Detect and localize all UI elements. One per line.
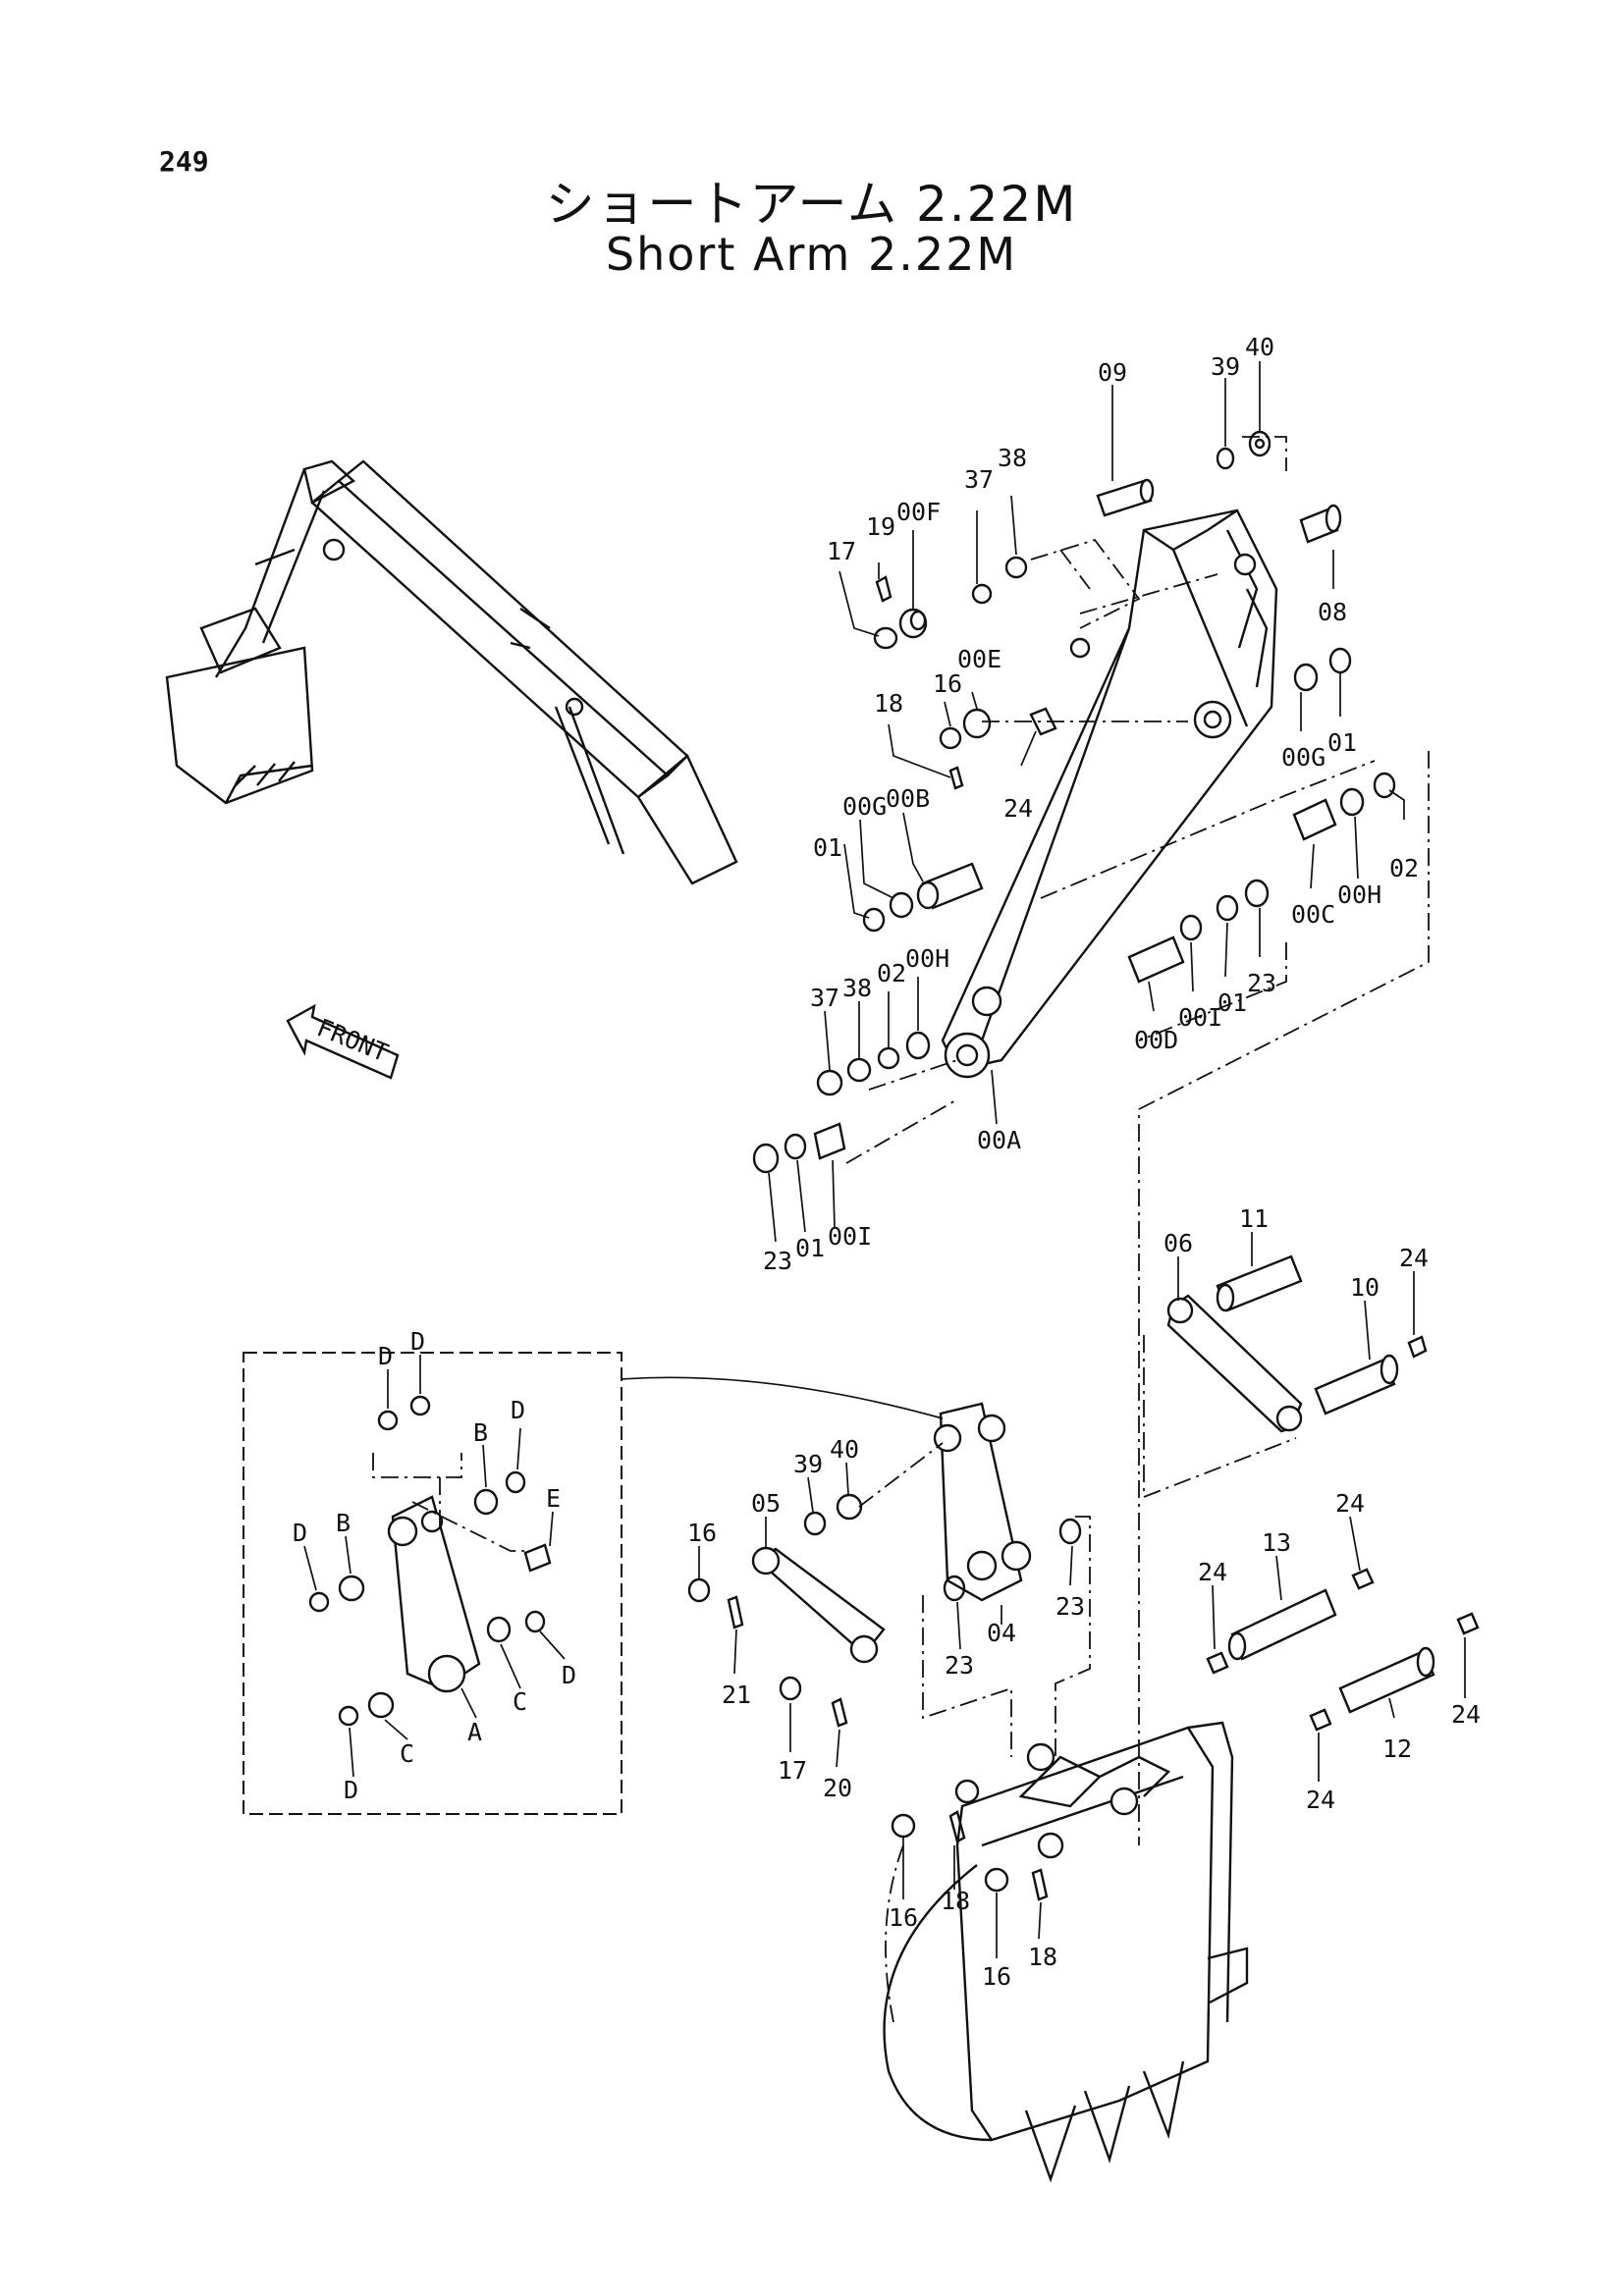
label-24-e: 24 <box>1306 1786 1335 1814</box>
label-38: 38 <box>998 444 1027 472</box>
label-19: 19 <box>866 512 895 541</box>
leader-lines-upper <box>768 361 1430 1845</box>
label-17: 17 <box>827 537 856 565</box>
detail-inset-box <box>243 1352 622 1815</box>
arm-body <box>941 508 1278 1079</box>
title-english: Short Arm 2.22M <box>605 228 1018 281</box>
inset-label-E: E <box>546 1484 561 1513</box>
label-11: 11 <box>1239 1204 1269 1233</box>
label-00H-right: 00H <box>1337 881 1381 909</box>
label-17-b: 17 <box>778 1756 807 1785</box>
label-37: 37 <box>964 465 994 494</box>
label-08: 08 <box>1318 598 1347 626</box>
label-00F: 00F <box>896 498 941 526</box>
front-direction-arrow: FRONT <box>286 1003 400 1080</box>
inset-label-D1: D <box>378 1342 393 1370</box>
label-16-d: 16 <box>982 1962 1011 1991</box>
label-39-b: 39 <box>793 1450 823 1478</box>
inset-label-B1: B <box>473 1418 488 1447</box>
inset-label-B2: B <box>336 1509 351 1537</box>
label-06: 06 <box>1163 1229 1193 1257</box>
inset-label-C1: C <box>513 1687 527 1716</box>
label-13: 13 <box>1262 1528 1291 1557</box>
label-00E: 00E <box>957 645 1001 673</box>
label-23-right: 23 <box>1247 969 1276 997</box>
bucket-drawing <box>883 1721 1249 2183</box>
label-18-c: 18 <box>1028 1943 1057 1971</box>
label-40-b: 40 <box>830 1435 859 1464</box>
label-02-middle: 02 <box>877 959 906 988</box>
inset-label-D2: D <box>410 1327 425 1356</box>
label-01-middle: 01 <box>1217 988 1247 1017</box>
label-20: 20 <box>823 1774 852 1802</box>
label-21: 21 <box>722 1681 751 1709</box>
label-18-b: 18 <box>941 1887 970 1915</box>
label-00H-middle: 00H <box>905 944 949 973</box>
inset-label-C2: C <box>400 1739 414 1768</box>
label-01-left: 01 <box>813 833 842 862</box>
arm-parts <box>752 430 1396 1174</box>
label-24: 24 <box>1003 794 1033 823</box>
label-00I-bottom: 00I <box>828 1222 872 1251</box>
inset-label-D5: D <box>562 1661 576 1689</box>
label-23-b: 23 <box>1055 1592 1085 1621</box>
label-00G-right: 00G <box>1281 743 1325 772</box>
label-05: 05 <box>751 1489 781 1518</box>
label-24-f: 24 <box>1451 1700 1481 1729</box>
title-japanese: ショートアーム 2.22M <box>545 176 1078 233</box>
label-38-lower: 38 <box>842 974 872 1002</box>
excavator-overview-drawing <box>165 459 738 885</box>
label-01-bottom: 01 <box>795 1234 825 1262</box>
label-00I-middle: 00I <box>1178 1003 1222 1032</box>
label-16-b: 16 <box>687 1519 717 1547</box>
leader-lines-bucket <box>902 1838 1042 1958</box>
label-12: 12 <box>1382 1735 1412 1763</box>
label-40: 40 <box>1245 333 1274 361</box>
label-37-lower: 37 <box>810 984 839 1012</box>
linkage-parts <box>687 1255 1480 1732</box>
label-23-c: 23 <box>945 1651 974 1680</box>
label-10: 10 <box>1350 1273 1380 1302</box>
label-04: 04 <box>987 1619 1016 1647</box>
page-number: 249 <box>159 145 209 178</box>
part-number-labels: 09 39 40 37 38 19 00F 17 08 00E 16 18 24… <box>293 333 1481 1991</box>
inset-label-D4: D <box>293 1519 307 1547</box>
front-label: FRONT <box>313 1013 393 1067</box>
label-16-c: 16 <box>889 1903 918 1932</box>
label-39: 39 <box>1211 352 1240 381</box>
label-24-d: 24 <box>1198 1558 1227 1586</box>
label-18: 18 <box>874 689 903 718</box>
label-00B: 00B <box>886 784 930 813</box>
label-00D: 00D <box>1134 1026 1178 1054</box>
label-16: 16 <box>933 669 962 698</box>
label-24-c: 24 <box>1335 1489 1365 1518</box>
label-01-right: 01 <box>1327 728 1357 757</box>
inset-label-A: A <box>467 1718 482 1746</box>
label-00C: 00C <box>1291 900 1335 929</box>
leader-lines-middle <box>620 1232 1466 1782</box>
label-23-left: 23 <box>763 1247 792 1275</box>
inset-label-D6: D <box>344 1776 358 1804</box>
label-24-b: 24 <box>1399 1244 1429 1272</box>
label-00A: 00A <box>977 1126 1021 1154</box>
label-00G-left: 00G <box>842 792 887 821</box>
label-02-right: 02 <box>1389 854 1419 882</box>
inset-label-D3: D <box>511 1396 525 1424</box>
label-09: 09 <box>1098 358 1127 387</box>
